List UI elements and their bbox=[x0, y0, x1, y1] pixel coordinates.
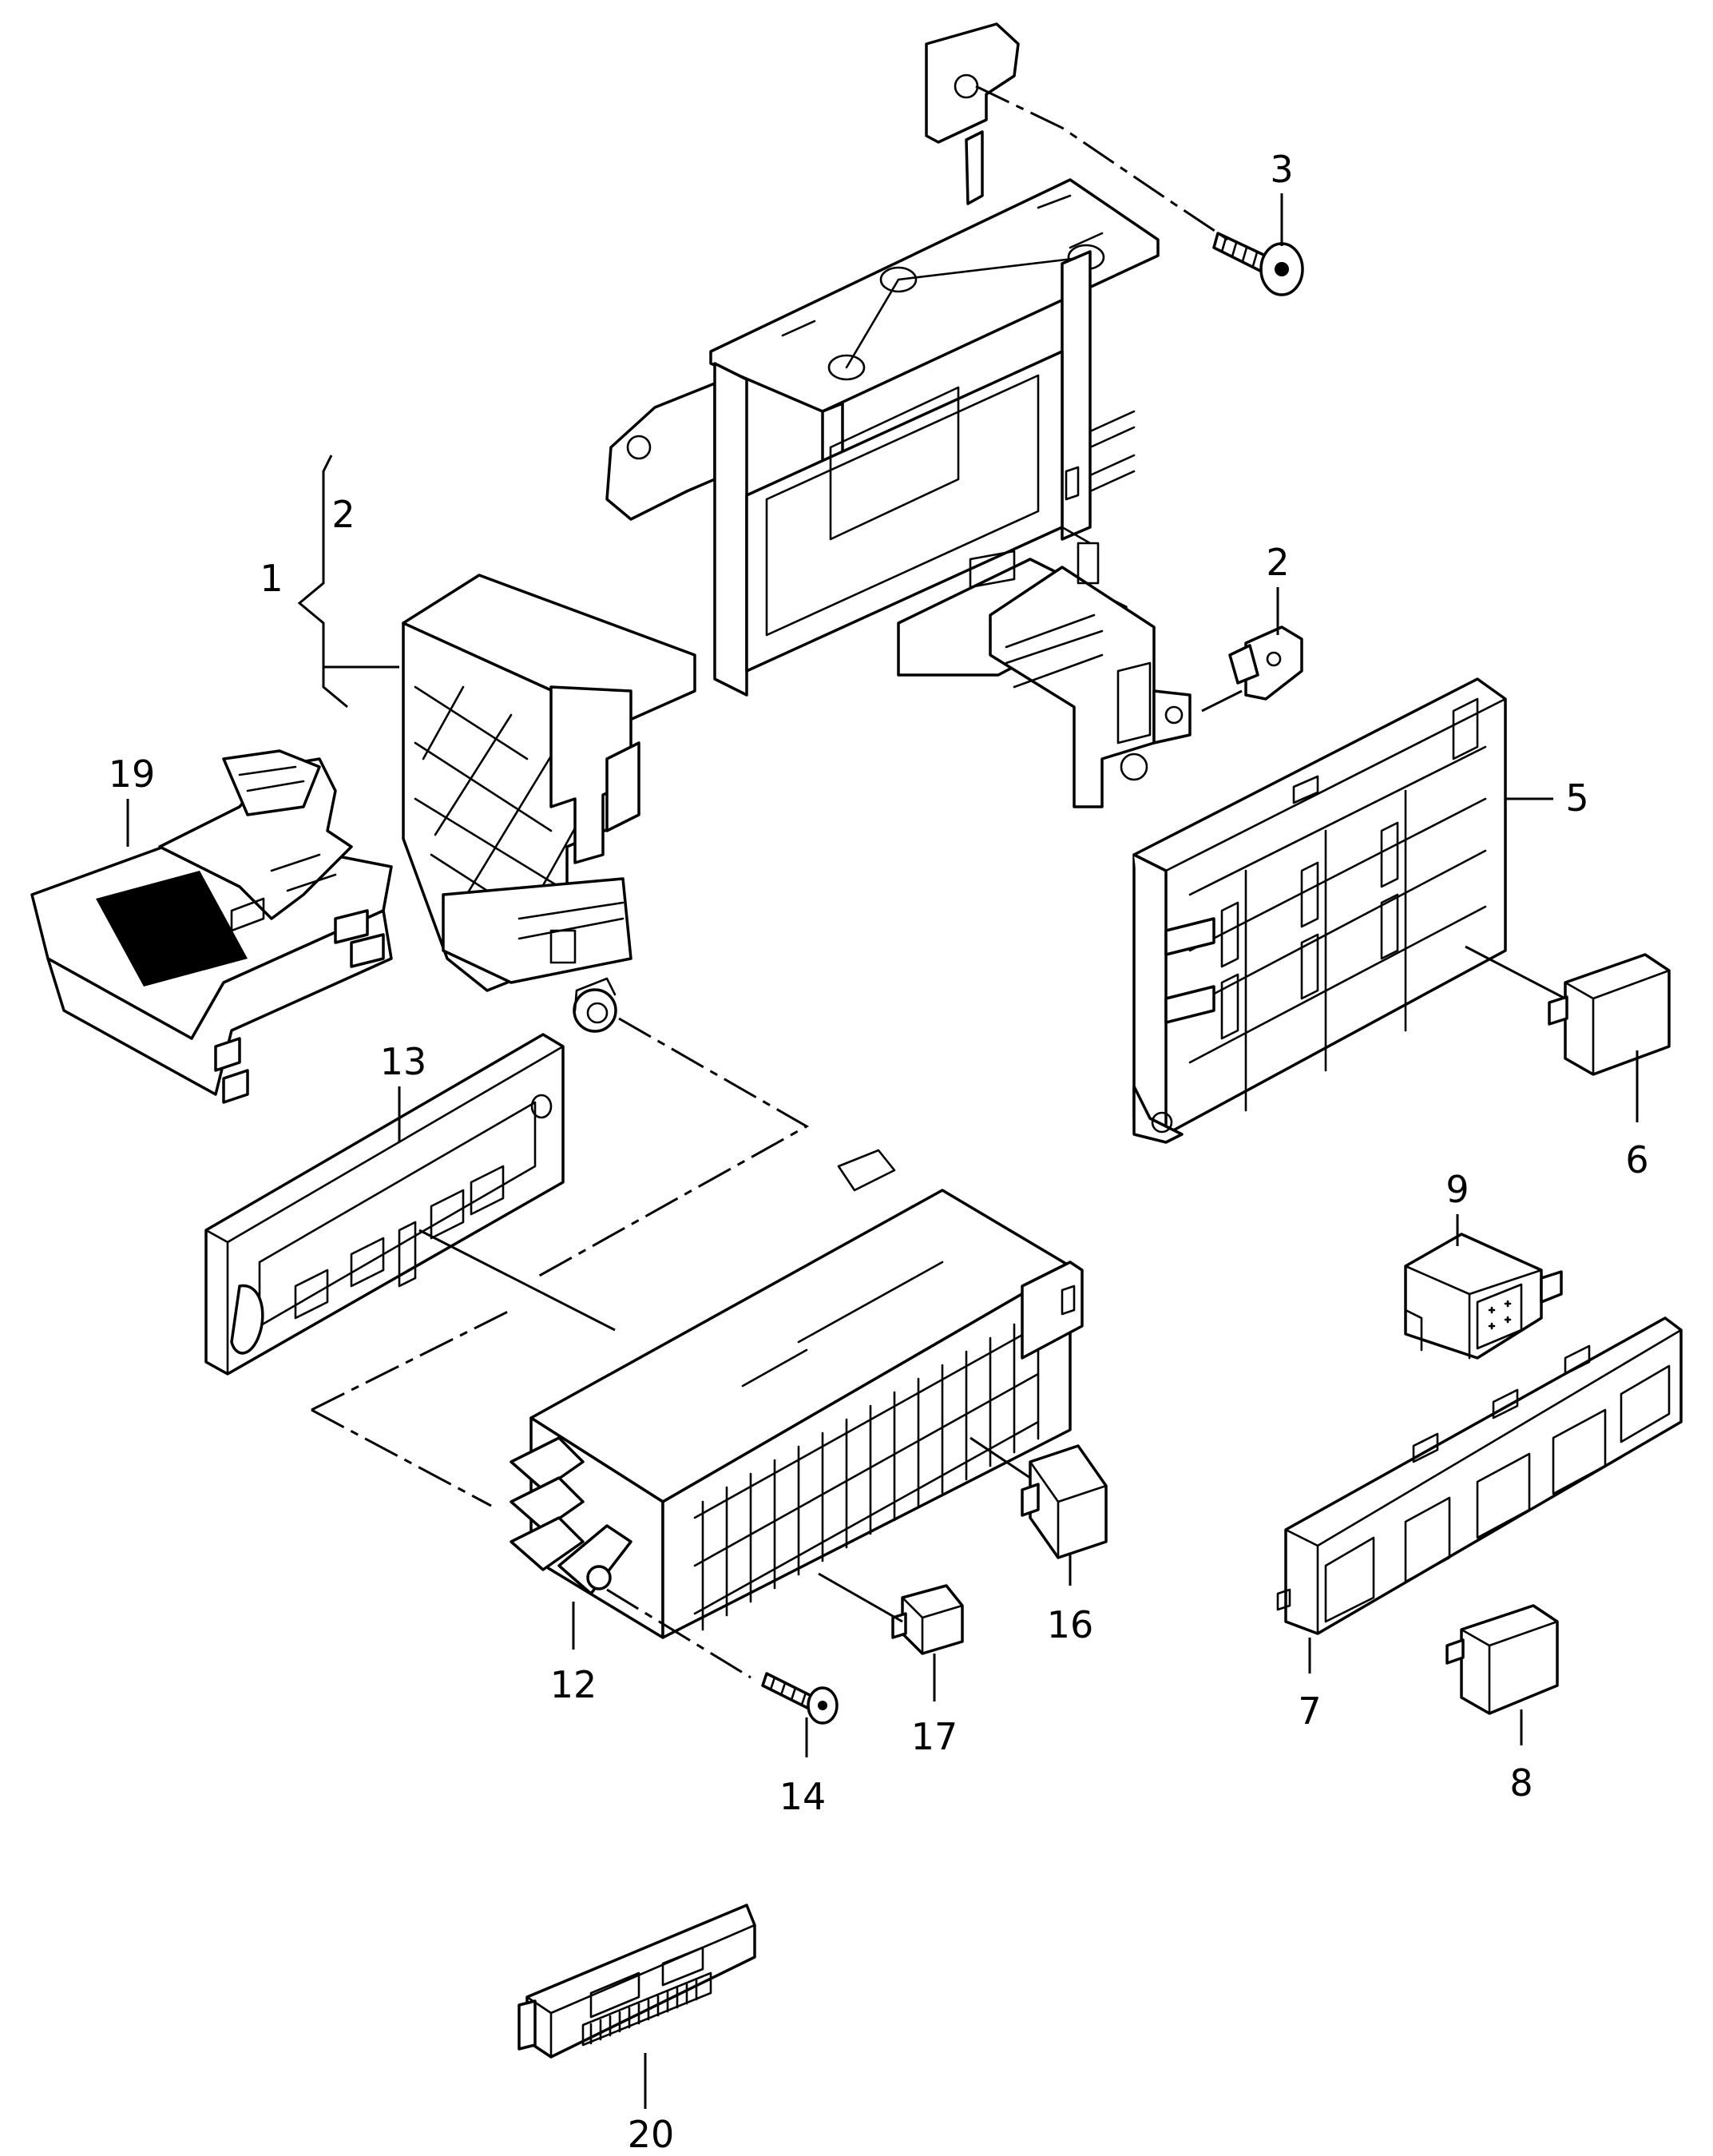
part-5-relay-carrier bbox=[1132, 677, 1507, 1144]
callout-16: 16 bbox=[1047, 1603, 1094, 1646]
part-9-connector bbox=[1404, 1233, 1563, 1360]
bracket-1 bbox=[297, 455, 348, 709]
callout-6: 6 bbox=[1625, 1138, 1648, 1181]
part-14-screw bbox=[761, 1672, 839, 1725]
part-7-relay-plate bbox=[1276, 1316, 1683, 1635]
callout-20: 20 bbox=[628, 2113, 675, 2156]
callout-3: 3 bbox=[1270, 148, 1293, 191]
callout-2-clip: 2 bbox=[1266, 541, 1289, 584]
callout-12: 12 bbox=[550, 1663, 597, 1706]
part-3-screw bbox=[1212, 232, 1304, 296]
part-12-fuse-box bbox=[510, 1149, 1084, 1639]
part-6-relay bbox=[1548, 953, 1671, 1076]
part-8-relay bbox=[1445, 1604, 1559, 1715]
part-20-clip-strip bbox=[517, 1904, 756, 2059]
callout-labels: 1 2 2 3 5 6 7 8 9 12 13 14 16 17 19 20 bbox=[109, 148, 1649, 2156]
callout-1: 1 bbox=[260, 557, 283, 600]
assembly-lines bbox=[311, 85, 1235, 1679]
part-17-fuse bbox=[891, 1584, 964, 1655]
callout-7: 7 bbox=[1298, 1689, 1321, 1733]
leader-lines bbox=[126, 193, 1639, 2109]
callout-8: 8 bbox=[1509, 1761, 1533, 1805]
callout-13: 13 bbox=[380, 1040, 427, 1083]
callout-5: 5 bbox=[1565, 776, 1588, 820]
callout-14: 14 bbox=[779, 1775, 827, 1818]
part-16-fuse bbox=[1021, 1444, 1108, 1559]
part-2-clip bbox=[1228, 625, 1303, 701]
part-1-carrier-bracket bbox=[402, 22, 1192, 1033]
callout-9: 9 bbox=[1445, 1168, 1469, 1211]
callout-19: 19 bbox=[109, 752, 156, 796]
callout-2-bracket: 2 bbox=[331, 493, 355, 536]
part-19-holder bbox=[30, 749, 393, 1104]
part-13-fuse-cover bbox=[204, 1033, 565, 1376]
callout-17: 17 bbox=[911, 1715, 958, 1758]
